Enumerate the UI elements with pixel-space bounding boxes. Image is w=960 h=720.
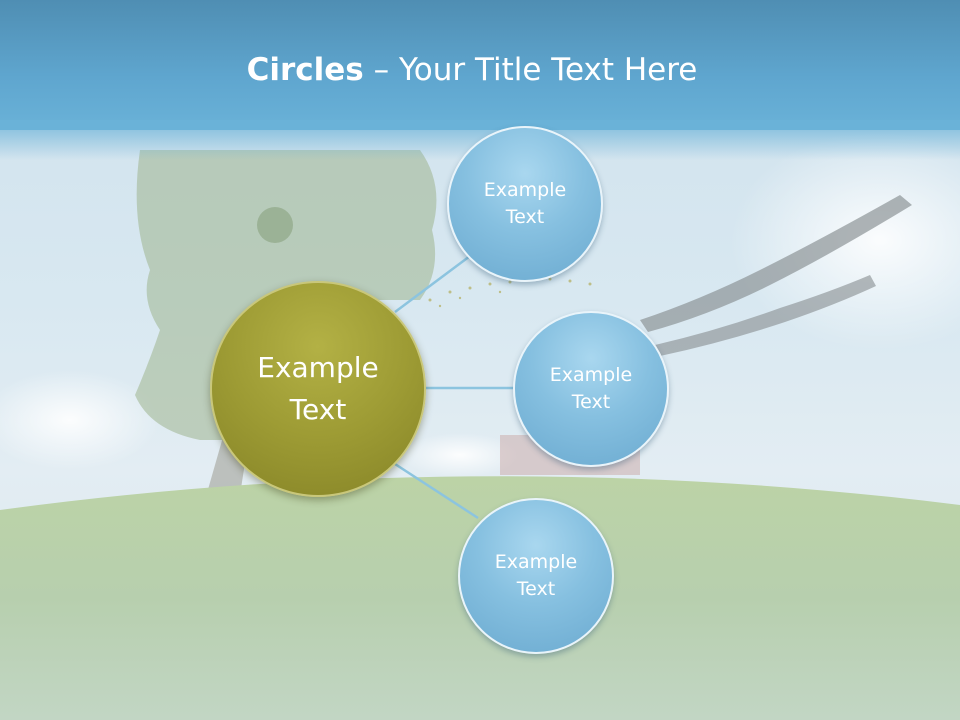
cloud-shape: [400, 433, 520, 477]
center-circle: Example Text: [210, 281, 426, 497]
satellite-circle-top: Example Text: [447, 126, 603, 282]
slide-title: Circles – Your Title Text Here: [0, 52, 944, 88]
smoke-trail-shape: [655, 275, 876, 356]
satellite-circle-middle: Example Text: [513, 311, 669, 467]
satellite-label-bottom: Example Text: [494, 551, 578, 600]
connector-bottom: [394, 462, 479, 520]
satellite-circle-bottom: Example Text: [458, 498, 614, 654]
satellite-label-middle: Example Text: [549, 364, 633, 413]
smoke-trail-shape: [640, 195, 912, 332]
title-bold: Circles: [246, 52, 364, 88]
cloud-shape: [0, 370, 160, 470]
satellite-label-top: Example Text: [483, 179, 567, 228]
title-rest: – Your Title Text Here: [363, 52, 698, 88]
falling-leaves: [428, 277, 592, 308]
header-band: [0, 0, 960, 130]
center-label: Example Text: [257, 351, 379, 426]
tree-hole-shape: [257, 207, 293, 243]
connector-top: [394, 254, 471, 314]
